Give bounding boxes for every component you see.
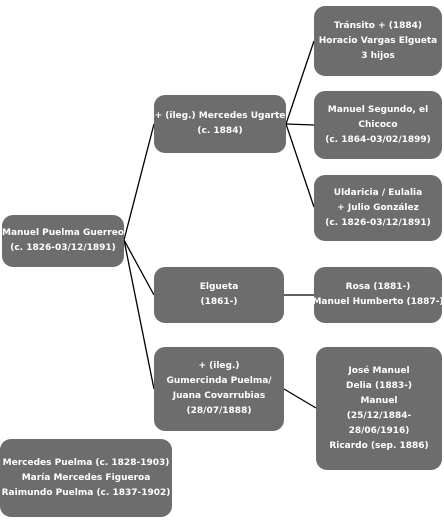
node-rosa-line-2: Manuel Humberto (1887-) xyxy=(312,297,444,307)
node-root: Manuel Puelma Guerreo (c. 1826-03/12/189… xyxy=(2,215,124,267)
node-root-line-2: (c. 1826-03/12/1891) xyxy=(10,243,116,253)
node-gumercinda-line-4: (28/07/1888) xyxy=(186,406,252,416)
node-gumercinda: + (ileg.) Gumercinda Puelma/ Juana Covar… xyxy=(154,347,284,431)
node-manuel-segundo-line-1: Manuel Segundo, el xyxy=(327,104,429,115)
node-elgueta: Elgueta (1861-) xyxy=(154,267,284,323)
node-uldaricia-line-3: (c. 1826-03/12/1891) xyxy=(325,217,431,228)
node-gumercinda-line-3: Juana Covarrubias xyxy=(172,391,266,401)
node-gumercinda-line-1: + (ileg.) xyxy=(198,361,240,371)
node-transito: Tránsito + (1884) Horacio Vargas Elgueta… xyxy=(314,6,442,76)
node-rosa-line-1: Rosa (1881-) xyxy=(345,282,411,292)
node-manuel-segundo: Manuel Segundo, el Chicoco (c. 1864-03/0… xyxy=(314,91,442,159)
node-siblings-line-1: Mercedes Puelma (c. 1828-1903) xyxy=(2,457,170,468)
node-siblings: Mercedes Puelma (c. 1828-1903) María Mer… xyxy=(0,439,172,517)
node-rosa: Rosa (1881-) Manuel Humberto (1887-) xyxy=(312,267,444,323)
node-transito-line-1: Tránsito + (1884) xyxy=(333,20,423,31)
connector-root-gumercinda xyxy=(123,239,155,390)
node-mercedes-ugarte-line-2: (c. 1884) xyxy=(197,126,243,136)
connector-root-elgueta xyxy=(123,239,155,296)
node-elgueta-line-1: Elgueta xyxy=(199,282,239,292)
node-uldaricia-line-1: Uldaricia / Eulalia xyxy=(333,187,423,198)
node-jose-manuel-line-4: (25/12/1884- xyxy=(346,410,412,421)
node-uldaricia-line-2: + Julio González xyxy=(337,202,419,213)
node-jose-manuel-line-3: Manuel xyxy=(360,395,398,406)
node-uldaricia: Uldaricia / Eulalia + Julio González (c.… xyxy=(314,175,442,241)
connector-mercedes-uldaricia xyxy=(285,123,315,208)
connector-mercedes-manuel-segundo xyxy=(285,123,315,126)
connector-gumercinda-jose-manuel xyxy=(283,388,317,409)
node-gumercinda-line-2: Gumercinda Puelma/ xyxy=(166,376,272,386)
node-jose-manuel-line-6: Ricardo (sep. 1886) xyxy=(329,440,429,451)
connector-root-mercedes-ugarte xyxy=(123,123,155,241)
node-jose-manuel-line-5: 28/06/1916) xyxy=(348,425,410,436)
node-manuel-segundo-line-2: Chicoco xyxy=(358,119,398,130)
node-root-line-1: Manuel Puelma Guerreo xyxy=(2,228,125,238)
node-transito-line-3: 3 hijos xyxy=(361,50,395,61)
node-elgueta-line-2: (1861-) xyxy=(200,297,238,307)
node-jose-manuel-line-2: Delia (1883-) xyxy=(346,380,412,391)
node-siblings-line-3: Raimundo Puelma (c. 1837-1902) xyxy=(1,487,171,498)
node-manuel-segundo-line-3: (c. 1864-03/02/1899) xyxy=(325,134,431,145)
node-mercedes-ugarte-line-1: + (ileg.) Mercedes Ugarte xyxy=(154,111,286,121)
node-jose-manuel-line-1: José Manuel xyxy=(348,365,410,376)
node-siblings-line-2: María Mercedes Figueroa xyxy=(21,472,151,483)
connector-mercedes-transito xyxy=(285,40,315,125)
node-mercedes-ugarte: + (ileg.) Mercedes Ugarte (c. 1884) xyxy=(154,95,286,153)
node-transito-line-2: Horacio Vargas Elgueta xyxy=(318,35,438,46)
node-jose-manuel: José Manuel Delia (1883-) Manuel (25/12/… xyxy=(316,347,442,470)
